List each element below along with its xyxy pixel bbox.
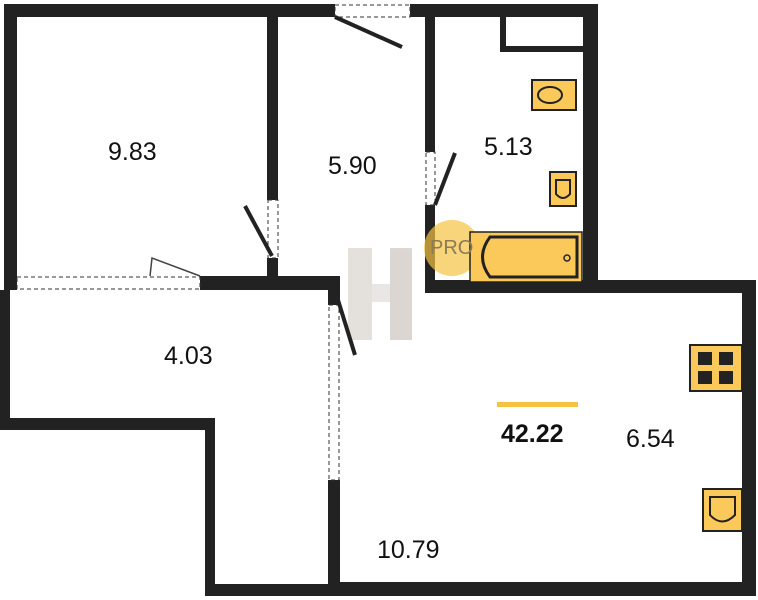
watermark-logo — [348, 248, 412, 340]
total-area: 42.22 — [501, 420, 564, 448]
kitchen-sink-icon — [702, 488, 743, 532]
room-area-bathroom: 5.13 — [484, 133, 533, 161]
room-area-balcony: 4.03 — [164, 342, 213, 370]
room-area-living: 10.79 — [377, 536, 440, 564]
pro-badge: PRO — [430, 237, 474, 259]
bathtub-icon — [469, 231, 583, 283]
walls — [0, 4, 756, 596]
openings — [16, 4, 436, 481]
room-area-kitchen: 6.54 — [626, 425, 675, 453]
room-area-hall: 5.90 — [328, 152, 377, 180]
total-area-underline — [497, 402, 578, 407]
room-area-bedroom: 9.83 — [108, 138, 157, 166]
stove-icon — [689, 344, 743, 392]
door-leaves — [243, 15, 457, 356]
toilet-icon — [531, 79, 577, 111]
sink-icon — [549, 171, 577, 207]
pro-badge-circle — [424, 220, 480, 276]
balcony-door — [149, 256, 201, 277]
